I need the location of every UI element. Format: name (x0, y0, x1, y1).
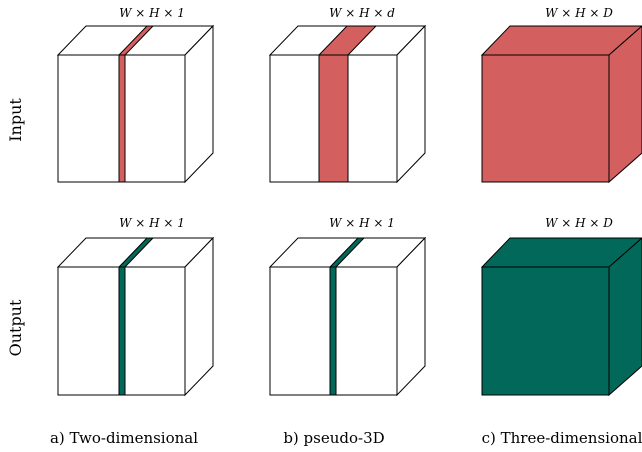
input-slice-a-front (118, 54, 126, 183)
input-slab-b-front (318, 54, 349, 183)
output-cube-c-front (481, 266, 610, 396)
caption-c: c) Three-dimensional (482, 429, 642, 447)
input-dims-b: W × H × d (329, 6, 395, 20)
output-dims-a: W × H × 1 (119, 216, 185, 230)
output-cube-a (56, 236, 215, 397)
input-cube-c (480, 25, 642, 184)
column-c: W × H × D W × H × D c) Three-dimensional (480, 6, 642, 447)
caption-b: b) pseudo-3D (283, 429, 384, 447)
column-b: W × H × d W × H × 1 b) pseudo-3D (268, 6, 427, 447)
row-label-input: Input (6, 98, 25, 142)
output-slice-b-front (329, 266, 337, 396)
output-dims-b: W × H × 1 (329, 216, 395, 230)
row-label-output: Output (6, 299, 25, 356)
input-cube-b (268, 24, 427, 184)
caption-a: a) Two-dimensional (50, 429, 198, 447)
output-dims-c: W × H × D (545, 216, 613, 230)
output-cube-c (480, 237, 642, 397)
column-a: W × H × 1 W × H × 1 a) Two-dimensional (50, 6, 215, 447)
input-dims-a: W × H × 1 (119, 6, 185, 20)
input-cube-c-front (481, 54, 610, 183)
output-cube-b (268, 236, 427, 397)
output-slice-a-front (118, 266, 126, 396)
input-dims-c: W × H × D (545, 6, 613, 20)
input-cube-a (56, 24, 215, 184)
